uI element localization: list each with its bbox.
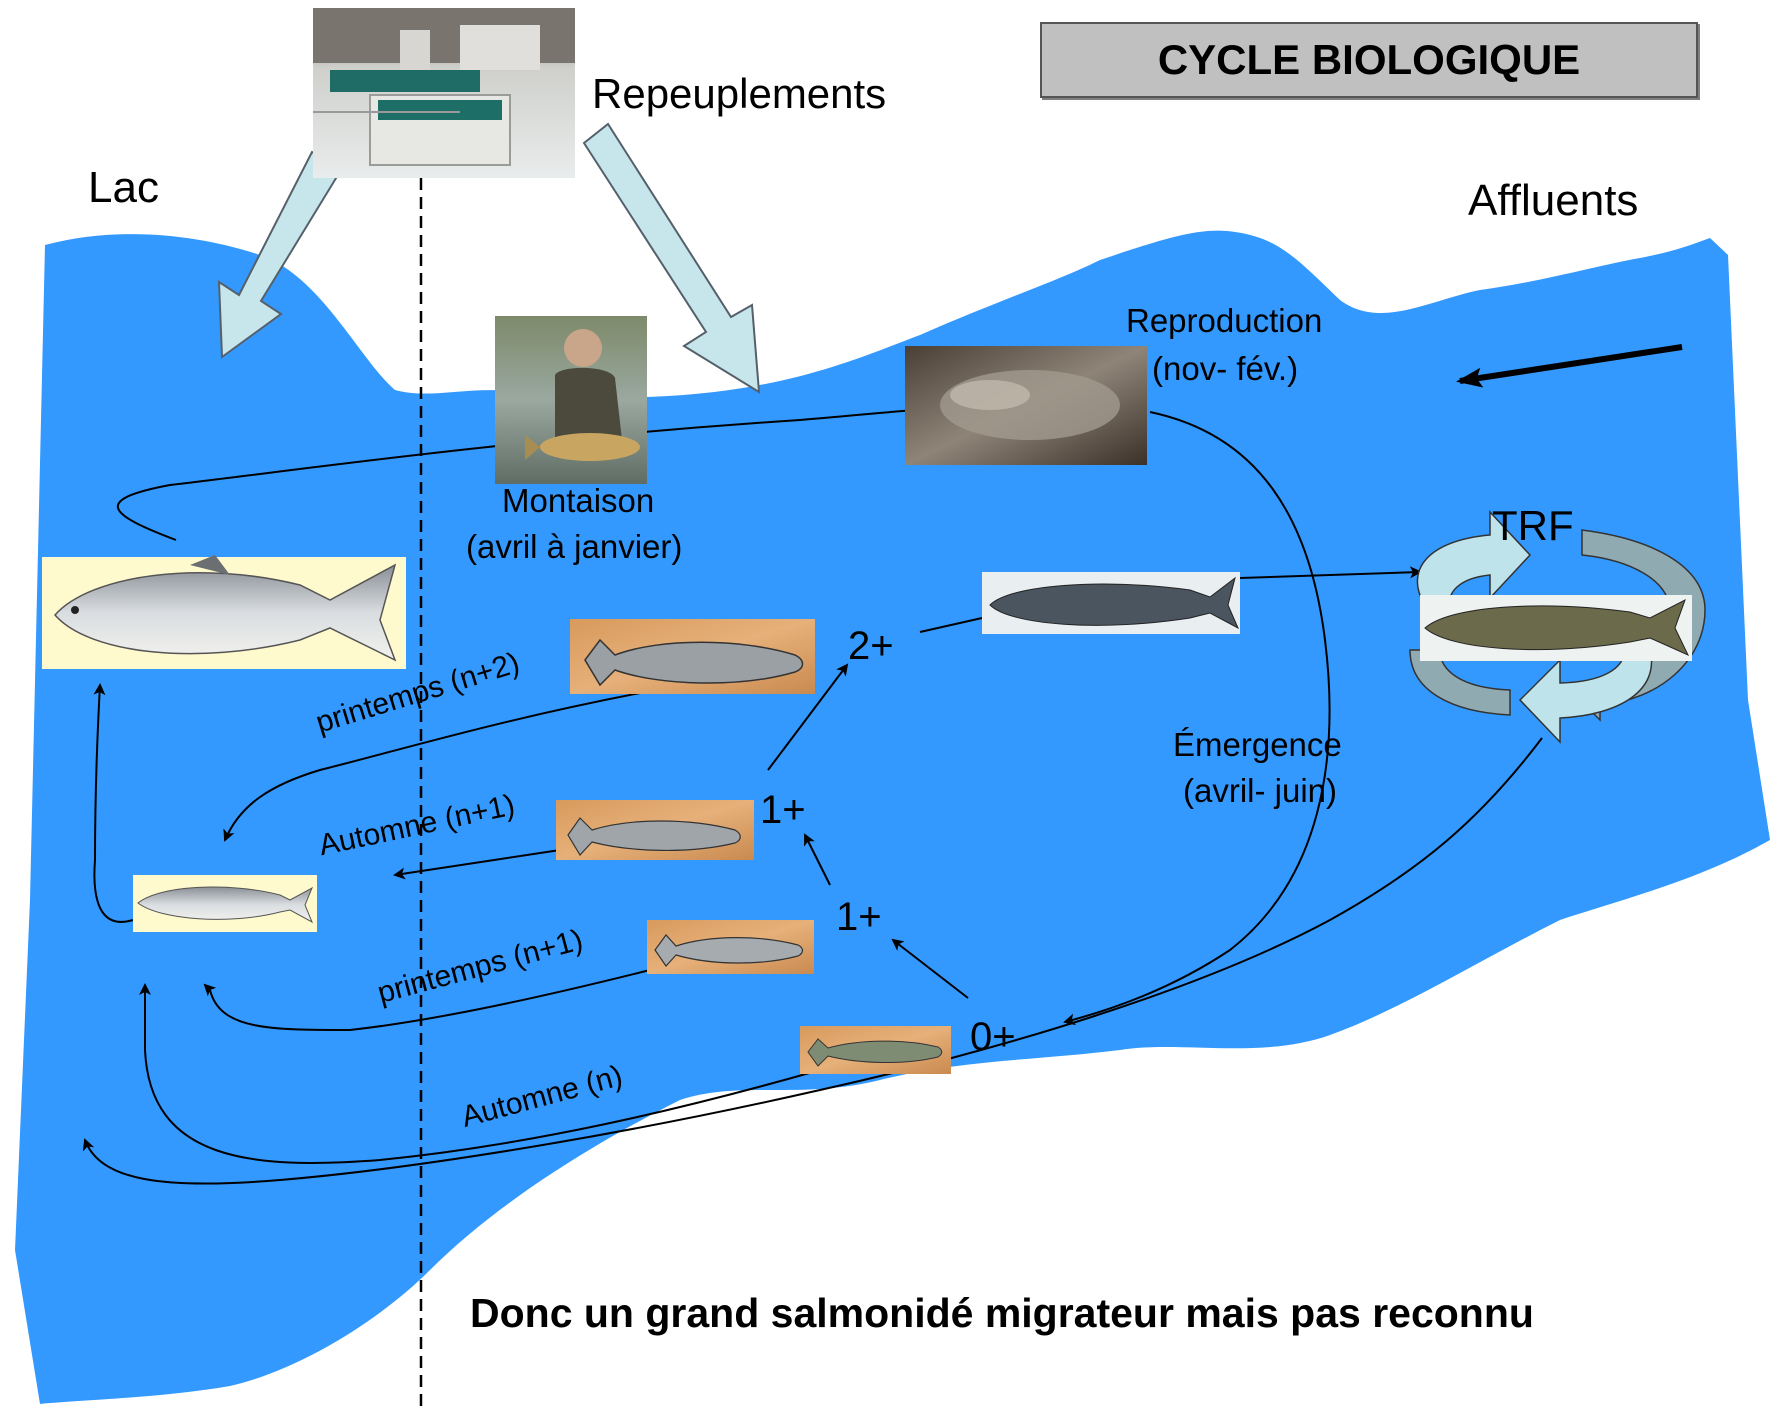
age-1plus-lower: 1+ bbox=[836, 895, 882, 940]
age-0plus: 0+ bbox=[970, 1015, 1016, 1060]
label-emergence: Émergence bbox=[1173, 726, 1342, 764]
lake-smolt-image bbox=[133, 875, 317, 932]
angler-with-trout-photo bbox=[495, 316, 647, 484]
age-2plus: 2+ bbox=[848, 624, 894, 669]
river-trout-image bbox=[982, 572, 1240, 634]
label-trf: TRF bbox=[1492, 502, 1574, 550]
label-montaison: Montaison bbox=[502, 482, 654, 520]
label-affluents: Affluents bbox=[1468, 176, 1638, 226]
conclusion-text: Donc un grand salmonidé migrateur mais p… bbox=[470, 1290, 1534, 1337]
label-montaison-period: (avril à janvier) bbox=[466, 528, 682, 566]
parr-1plus-spring-image bbox=[647, 920, 814, 974]
fry-0plus-image bbox=[800, 1026, 951, 1074]
adult-lake-trout-image bbox=[42, 555, 406, 669]
label-reproduction: Reproduction bbox=[1126, 302, 1322, 340]
spawning-gravel-photo bbox=[905, 346, 1147, 465]
water-body bbox=[15, 231, 1770, 1404]
label-emergence-period: (avril- juin) bbox=[1183, 772, 1337, 810]
diagram-title: CYCLE BIOLOGIQUE bbox=[1040, 22, 1698, 98]
label-lac: Lac bbox=[88, 163, 159, 213]
parr-1plus-autumn-image bbox=[556, 800, 754, 860]
age-1plus-upper: 1+ bbox=[760, 788, 806, 833]
hatchery-photo bbox=[313, 8, 575, 178]
label-reproduction-period: (nov- fév.) bbox=[1152, 350, 1298, 388]
label-repeuplements: Repeuplements bbox=[592, 70, 886, 118]
parr-2plus-spring-image bbox=[570, 619, 815, 694]
